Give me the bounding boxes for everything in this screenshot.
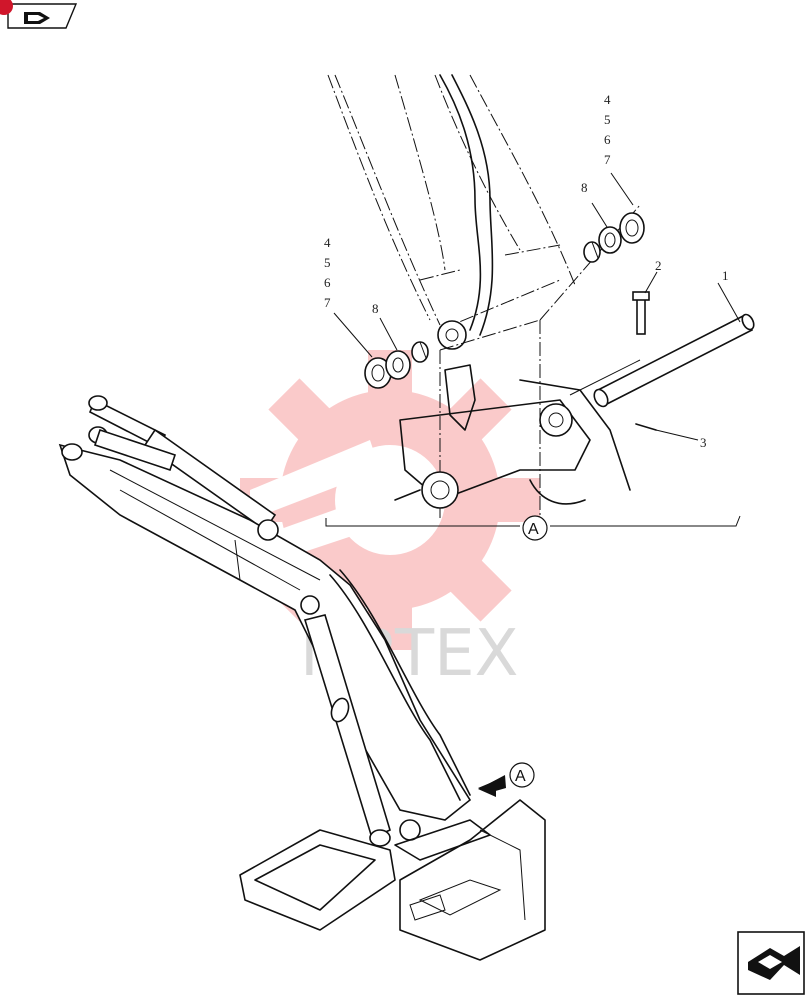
svg-text:4: 4 [604,92,611,107]
pin-part: 1 [593,268,755,408]
callout-group-right: 4 5 6 7 8 [581,92,611,195]
svg-text:7: 7 [324,295,331,310]
svg-text:5: 5 [604,112,611,127]
washer-group-left [333,312,429,389]
svg-text:7: 7 [604,152,611,167]
detail-label: A [528,521,539,538]
svg-text:8: 8 [581,180,588,195]
svg-text:3: 3 [700,435,707,450]
next-page-icon[interactable] [737,931,805,995]
svg-text:4: 4 [324,235,331,250]
bucket-link-assembly [394,359,641,509]
washer-group-right [583,172,645,263]
bolt-part: 2 [632,258,662,335]
svg-text:8: 8 [372,301,379,316]
svg-text:1: 1 [722,268,729,283]
svg-text:6: 6 [604,132,611,147]
back-arrow-icon[interactable] [0,0,78,29]
view-arrow-label: A [515,768,526,785]
cotter-part: 3 [635,423,707,450]
callout-group-left: 4 5 6 7 8 [324,235,379,316]
view-arrow: A [478,762,535,797]
detail-bracket: A [325,515,741,541]
svg-text:2: 2 [655,258,662,273]
svg-text:6: 6 [324,275,331,290]
svg-text:5: 5 [324,255,331,270]
excavator-boom [58,395,491,861]
excavator-upper-structure [239,799,546,961]
